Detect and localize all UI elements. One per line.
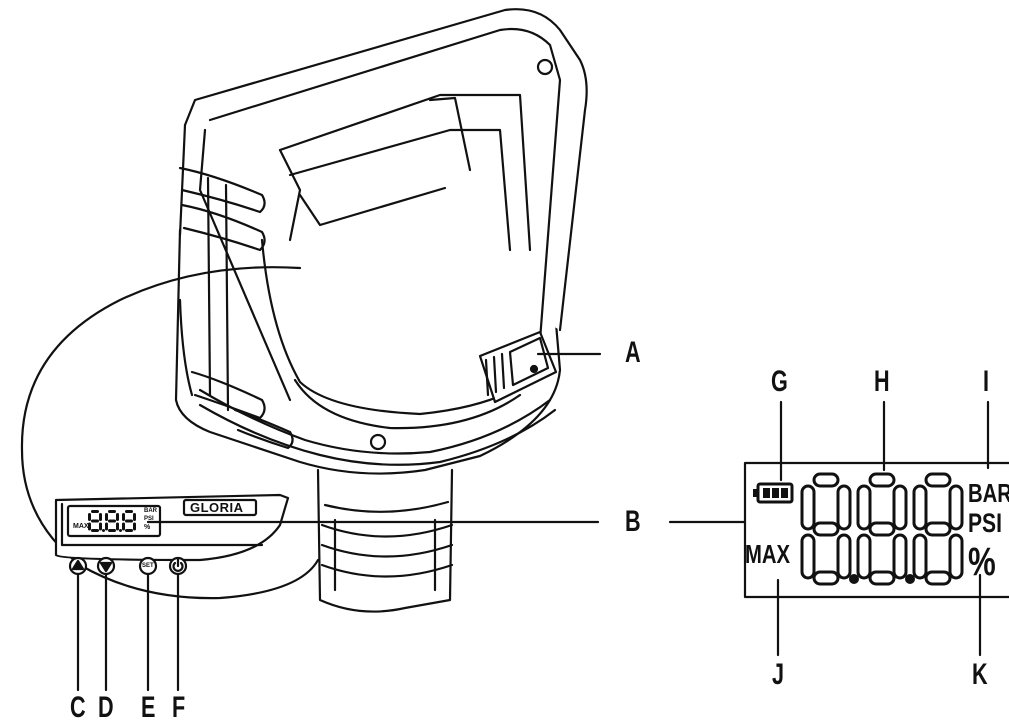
lcd-unit-bar: BAR: [968, 478, 1009, 508]
lcd-frame: [743, 461, 1009, 599]
lcd-max-label: MAX: [745, 539, 791, 569]
digit-0-segment-0: [91, 510, 99, 513]
threaded-neck: [316, 468, 454, 613]
digit-0-segment-1: [88, 513, 91, 521]
digit-2-segment-5: [133, 522, 136, 531]
set-button-label: SET: [142, 563, 154, 569]
digit-0-segment-5: [836, 533, 852, 580]
mini-max-label: MAX: [73, 523, 89, 530]
digit-1-segment-3: [868, 521, 896, 537]
digit-2-segment-1: [122, 513, 125, 521]
digit-1-segment-6: [868, 570, 896, 586]
digit-1-segment-2: [116, 513, 119, 521]
digit-2-segment-3: [125, 519, 133, 523]
digit-0-segment-2: [836, 484, 852, 531]
decimal-point-0: [849, 574, 859, 584]
callout-g: G: [771, 365, 788, 398]
digit-0-segment-6: [91, 529, 99, 532]
digit-1-segment-6: [108, 529, 116, 532]
digit-0-segment-3: [812, 521, 840, 537]
handle: [178, 8, 588, 451]
callout-k: K: [972, 658, 988, 691]
lcd-digits: [800, 472, 964, 586]
callout-e: E: [141, 691, 156, 724]
digit-1-segment-0: [868, 472, 896, 488]
digit-2-segment-2: [948, 484, 964, 531]
rocker-switch[interactable]: [478, 330, 558, 404]
mini-unit-bar: BAR: [144, 508, 157, 514]
digit-2-segment-0: [125, 510, 133, 513]
digit-2-segment-1: [912, 484, 928, 531]
brand-logo-text: GLORIA: [190, 500, 244, 515]
digit-2-segment-2: [133, 513, 136, 521]
digit-2-segment-6: [125, 529, 133, 532]
digit-1-segment-5: [892, 533, 908, 580]
digit-0-segment-3: [91, 519, 99, 523]
callout-b: B: [625, 505, 641, 538]
mini-unit-psi: PSI: [144, 516, 154, 522]
digit-2-segment-5: [948, 533, 964, 580]
lcd-unit-percent: %: [968, 540, 996, 584]
power-icon[interactable]: [168, 556, 188, 576]
digit-1-segment-4: [105, 522, 108, 531]
down-arrow-icon[interactable]: [96, 556, 116, 576]
pump-head-body: [174, 228, 562, 475]
mini-unit-percent: %: [144, 524, 151, 531]
decimal-point-1: [905, 574, 915, 584]
digit-1-segment-1: [856, 484, 872, 531]
mini-lcd-digits: [88, 510, 136, 532]
digit-2-segment-4: [122, 522, 125, 531]
digit-2-segment-0: [924, 472, 952, 488]
display-magnifier-bubble: [20, 266, 320, 600]
callout-a: A: [625, 336, 641, 369]
decimal-point-0: [102, 529, 105, 532]
digit-2-segment-4: [912, 533, 928, 580]
digit-0-segment-6: [812, 570, 840, 586]
digit-2-segment-3: [924, 521, 952, 537]
callout-h: H: [874, 365, 890, 398]
up-arrow-icon[interactable]: [68, 556, 88, 576]
callout-c: C: [70, 691, 86, 724]
digit-0-segment-5: [99, 522, 102, 531]
digit-1-segment-1: [105, 513, 108, 521]
digit-2-segment-6: [924, 570, 952, 586]
digit-0-segment-2: [99, 513, 102, 521]
decimal-point-1: [119, 529, 122, 532]
callout-f: F: [172, 691, 186, 724]
lcd-unit-psi: PSI: [968, 508, 1002, 538]
digit-1-segment-0: [108, 510, 116, 513]
side-grip-ribs: [178, 166, 294, 450]
digit-1-segment-3: [108, 519, 116, 523]
digit-0-segment-0: [812, 472, 840, 488]
digit-0-segment-4: [88, 522, 91, 531]
battery-icon: [753, 482, 794, 504]
digit-1-segment-2: [892, 484, 908, 531]
callout-j: J: [772, 658, 785, 691]
digit-1-segment-4: [856, 533, 872, 580]
callout-d: D: [98, 691, 114, 724]
digit-1-segment-5: [116, 522, 119, 531]
callout-i: I: [983, 365, 990, 398]
digit-0-segment-4: [800, 533, 816, 580]
digit-0-segment-1: [800, 484, 816, 531]
